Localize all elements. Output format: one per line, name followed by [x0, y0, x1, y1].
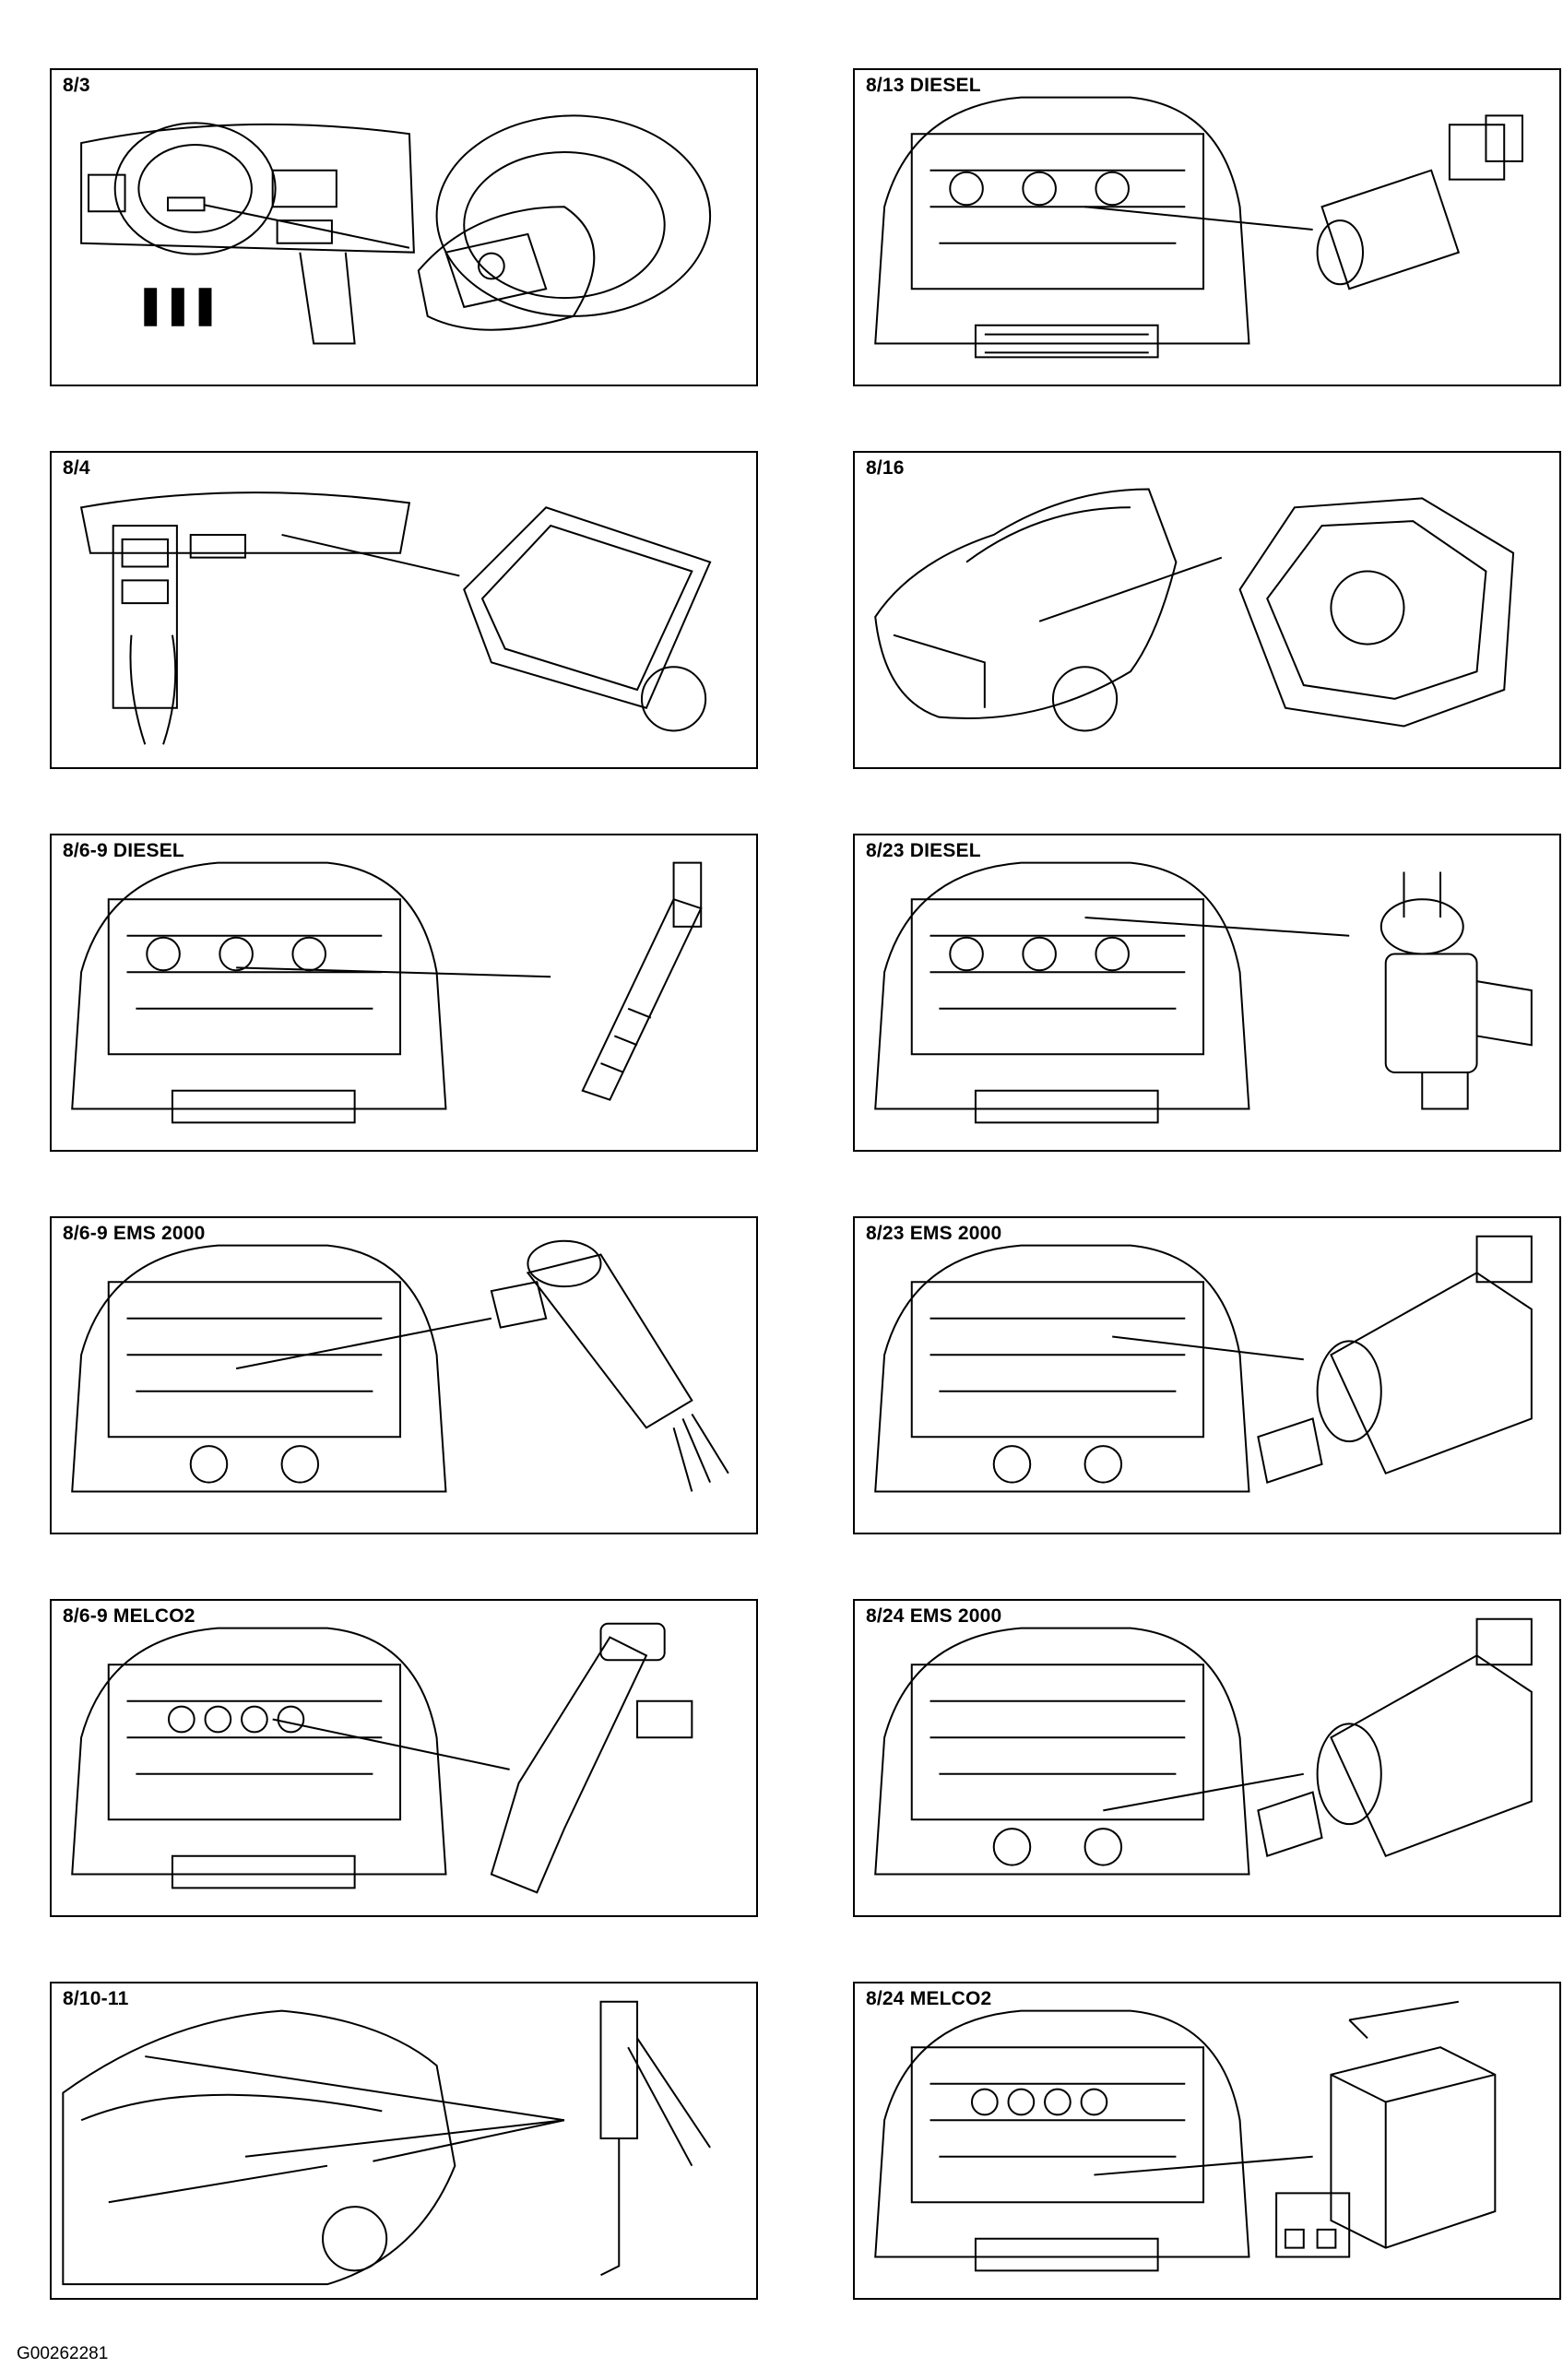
panel-label: 8/16 — [866, 457, 905, 479]
panel-8-6-9-diesel: 8/6-9 DIESEL — [50, 834, 758, 1152]
car-transmission-illustration — [855, 453, 1559, 767]
panel-8-24-melco2: 8/24 MELCO2 — [853, 1982, 1561, 2300]
panel-label: 8/6-9 DIESEL — [63, 840, 184, 861]
panel-8-16: 8/16 — [853, 451, 1561, 769]
engine-bay-with-injector-illustration — [52, 835, 756, 1150]
engine-bay-with-solenoid-illustration — [855, 835, 1559, 1150]
dashboard-airbag-illustration — [52, 453, 756, 767]
panel-label: 8/6-9 MELCO2 — [63, 1605, 195, 1627]
engine-bay-with-fuel-injector-illustration — [52, 1218, 756, 1533]
panel-label: 8/24 EMS 2000 — [866, 1605, 1002, 1627]
engine-bay-with-melco-injector-illustration — [52, 1601, 756, 1915]
engine-bay-with-valve-ems-illustration — [855, 1601, 1559, 1915]
panel-8-23-ems-2000: 8/23 EMS 2000 — [853, 1216, 1561, 1534]
panel-8-3: 8/3 — [50, 68, 758, 386]
panel-label: 8/6-9 EMS 2000 — [63, 1223, 206, 1244]
engine-bay-with-solenoid-melco-illustration — [855, 1983, 1559, 2298]
panel-label: 8/10-11 — [63, 1988, 129, 2009]
car-door-latch-illustration — [52, 1983, 756, 2298]
panel-label: 8/13 DIESEL — [866, 75, 981, 96]
panel-8-6-9-ems-2000: 8/6-9 EMS 2000 — [50, 1216, 758, 1534]
panel-8-6-9-melco2: 8/6-9 MELCO2 — [50, 1599, 758, 1917]
dashboard-steering-illustration — [52, 70, 756, 385]
engine-bay-with-valve-illustration — [855, 70, 1559, 385]
panel-label: 8/3 — [63, 75, 90, 96]
panel-8-24-ems-2000: 8/24 EMS 2000 — [853, 1599, 1561, 1917]
figure-code: G00262281 — [17, 2344, 109, 2363]
panel-8-4: 8/4 — [50, 451, 758, 769]
engine-bay-with-purge-valve-illustration — [855, 1218, 1559, 1533]
panel-label: 8/23 EMS 2000 — [866, 1223, 1002, 1244]
panel-8-10-11: 8/10-11 — [50, 1982, 758, 2300]
panel-label: 8/4 — [63, 457, 90, 479]
panel-label: 8/24 MELCO2 — [866, 1988, 992, 2009]
panel-8-13-diesel: 8/13 DIESEL — [853, 68, 1561, 386]
panel-label: 8/23 DIESEL — [866, 840, 981, 861]
panel-8-23-diesel: 8/23 DIESEL — [853, 834, 1561, 1152]
